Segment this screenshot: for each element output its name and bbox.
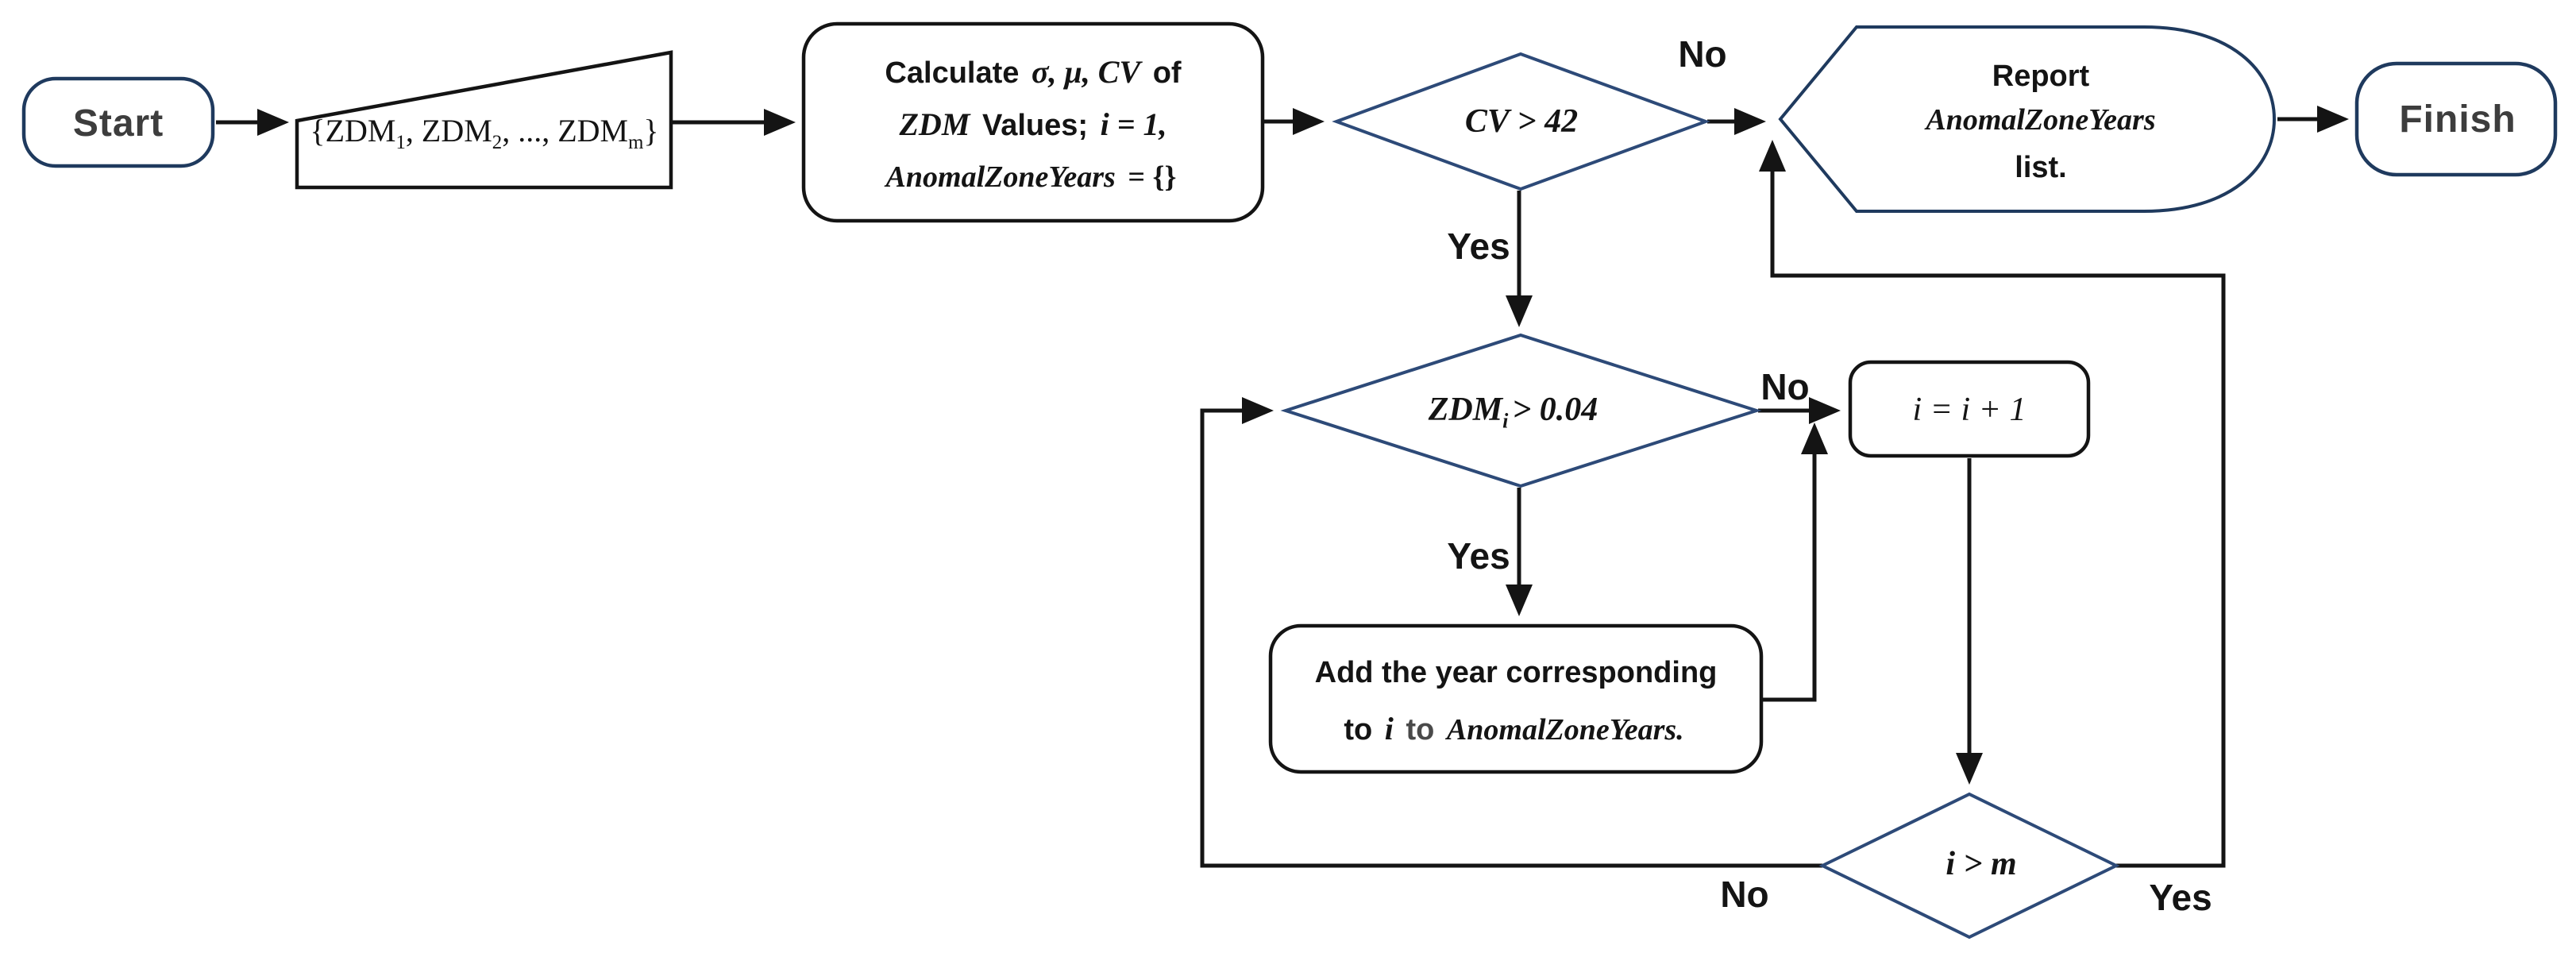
- im-decision-diamond: [1818, 792, 2120, 939]
- start-label: Start: [72, 102, 164, 145]
- calc-line-3: AnomalZoneYears = {}: [886, 162, 1181, 192]
- edge-im-yes-to-report: [1759, 140, 2226, 868]
- input-set-part: }: [643, 113, 659, 149]
- input-set-subscript: 1: [395, 132, 406, 153]
- im-yes-label: Yes: [2149, 877, 2212, 918]
- edge-add-year-feedback: [1761, 422, 1828, 702]
- cv-decision-diamond: [1332, 52, 1710, 191]
- calc-math: i = 1,: [1100, 106, 1167, 142]
- calc-text: of: [1152, 56, 1182, 90]
- finish-terminal-shape: [2354, 61, 2558, 177]
- zdm-yes-label: Yes: [1447, 535, 1510, 577]
- calc-text: Calculate: [885, 56, 1020, 90]
- input-set-part: , ZDM: [405, 113, 492, 149]
- calc-math: ZDM: [899, 106, 970, 142]
- add-year-line-1: Add the year corresponding: [1314, 656, 1718, 689]
- start-terminal-shape: [21, 76, 215, 168]
- calc-text: Values;: [981, 109, 1089, 142]
- zdm-subscript: i: [1502, 409, 1509, 433]
- zdm-no-label: No: [1760, 366, 1810, 407]
- increment-label: i = i + 1: [1912, 392, 2026, 428]
- calc-math: σ, μ, CV: [1031, 54, 1141, 90]
- im-decision-label: i > m: [1945, 846, 2017, 882]
- edge-im-no-to-zdm-decision: [1200, 397, 1822, 868]
- input-set-part: {ZDM: [310, 113, 396, 149]
- calc-line-2: ZDM Values; i = 1,: [900, 109, 1167, 141]
- add-year-math: AnomalZoneYears.: [1446, 713, 1684, 747]
- im-no-label: No: [1720, 874, 1769, 915]
- input-set-subscript: m: [628, 132, 644, 153]
- calc-process-shape: [801, 21, 1265, 223]
- calc-math: AnomalZoneYears: [885, 160, 1116, 194]
- input-set-label: {ZDM1, ZDM2, ..., ZDMm}: [310, 113, 659, 152]
- cv-no-label: No: [1678, 33, 1727, 75]
- report-line-3: list.: [2015, 151, 2067, 184]
- zdm-decision-label: ZDMi> 0.04: [1428, 392, 1602, 431]
- report-line-1: Report: [1992, 60, 2090, 93]
- report-hexagon: [1778, 25, 2277, 213]
- add-year-text: to: [1406, 713, 1435, 747]
- report-line-2: AnomalZoneYears: [1926, 103, 2156, 137]
- finish-label: Finish: [2399, 98, 2516, 141]
- zdm-math: > 0.04: [1512, 392, 1598, 428]
- cv-decision-label: CV > 42: [1464, 103, 1579, 140]
- increment-process-shape: [1848, 360, 2091, 458]
- shapes: [21, 21, 2558, 939]
- add-year-line-2: to i to AnomalZoneYears.: [1344, 711, 1687, 747]
- input-set-part: , ..., ZDM: [502, 113, 629, 149]
- add-year-text: to: [1344, 713, 1373, 747]
- cv-yes-label: Yes: [1447, 226, 1510, 267]
- add-year-math: i: [1384, 711, 1394, 747]
- calc-line-1: Calculate σ, μ, CV of: [885, 54, 1182, 90]
- input-data-shape: [295, 50, 673, 190]
- add-year-process-shape: [1268, 623, 1764, 774]
- calc-text: = {}: [1128, 160, 1177, 194]
- input-set-subscript: 2: [492, 132, 503, 153]
- zdm-decision-diamond: [1280, 333, 1762, 488]
- connectors: [216, 106, 2349, 868]
- zdm-math: ZDM: [1428, 392, 1503, 428]
